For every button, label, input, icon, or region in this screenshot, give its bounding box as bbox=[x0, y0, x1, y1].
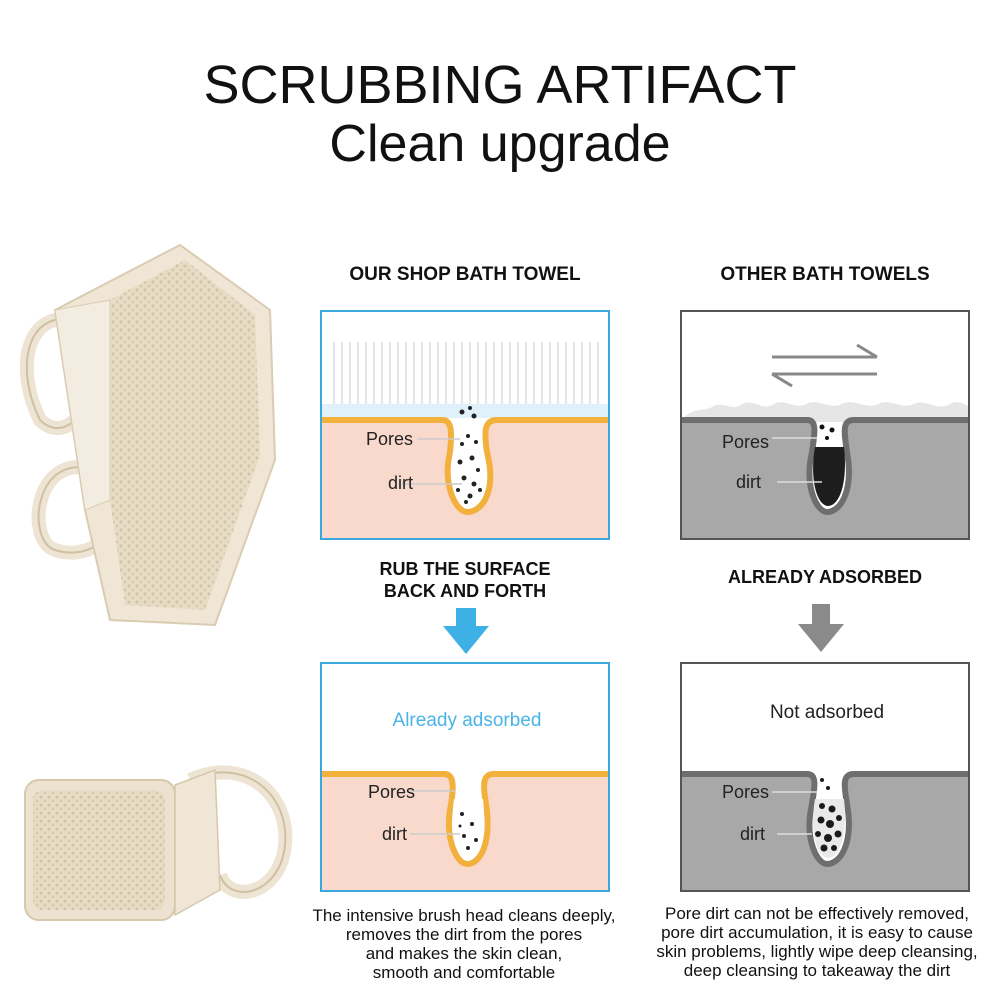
dirt-label: dirt bbox=[382, 824, 408, 844]
pores-label: Pores bbox=[368, 782, 416, 802]
our-towel-caption: The intensive brush head cleans deeply, … bbox=[288, 906, 640, 982]
dirt-label: dirt bbox=[388, 473, 414, 493]
pores-label: Pores bbox=[366, 429, 414, 449]
towel-roll-image bbox=[24, 765, 293, 921]
rub-step-label-line1: RUB THE SURFACE bbox=[379, 559, 551, 579]
pore-brush-illustration bbox=[322, 342, 608, 538]
dirt-label: dirt bbox=[740, 824, 766, 844]
rub-step-label-line2: BACK AND FORTH bbox=[383, 581, 547, 601]
page-title: SCRUBBING ARTIFACT bbox=[203, 55, 797, 115]
pores-label: Pores bbox=[722, 432, 770, 452]
our-towel-after-panel: Already adsorbed Pores dirt bbox=[320, 662, 610, 892]
clean-pore-illustration bbox=[322, 771, 608, 890]
caption-line: and makes the skin clean, bbox=[365, 944, 563, 963]
our-towel-before-panel: Pores dirt bbox=[320, 310, 610, 540]
caption-line: pore dirt accumulation, it is easy to ca… bbox=[661, 923, 973, 942]
other-towel-after-panel: Not adsorbed Pores dirt bbox=[680, 662, 970, 892]
towel-strap-image bbox=[19, 243, 277, 627]
our-towel-heading: OUR SHOP BATH TOWEL bbox=[349, 264, 581, 285]
caption-line: The intensive brush head cleans deeply, bbox=[312, 906, 616, 925]
already-adsorbed-title: Already adsorbed bbox=[392, 710, 542, 731]
caption-line: skin problems, lightly wipe deep cleansi… bbox=[656, 942, 978, 961]
arrow-down-icon bbox=[798, 604, 844, 652]
pore-towel-illustration bbox=[682, 343, 968, 538]
caption-line: Pore dirt can not be effectively removed… bbox=[665, 904, 969, 923]
caption-line: smooth and comfortable bbox=[372, 963, 556, 982]
other-towel-caption: Pore dirt can not be effectively removed… bbox=[636, 904, 998, 980]
swap-arrows-icon bbox=[771, 343, 878, 388]
dirt-label: dirt bbox=[736, 472, 762, 492]
page-subtitle: Clean upgrade bbox=[329, 115, 671, 173]
arrow-down-icon bbox=[443, 608, 489, 654]
pores-label: Pores bbox=[722, 782, 770, 802]
caption-line: deep cleansing to takeaway the dirt bbox=[683, 961, 951, 980]
other-towels-heading: OTHER BATH TOWELS bbox=[720, 264, 930, 285]
not-adsorbed-title: Not adsorbed bbox=[769, 702, 885, 723]
caption-line: removes the dirt from the pores bbox=[345, 925, 583, 944]
clogged-pore-illustration bbox=[682, 771, 968, 890]
already-adsorbed-step-label: ALREADY ADSORBED bbox=[727, 567, 923, 587]
other-towel-before-panel: Pores dirt bbox=[680, 310, 970, 540]
